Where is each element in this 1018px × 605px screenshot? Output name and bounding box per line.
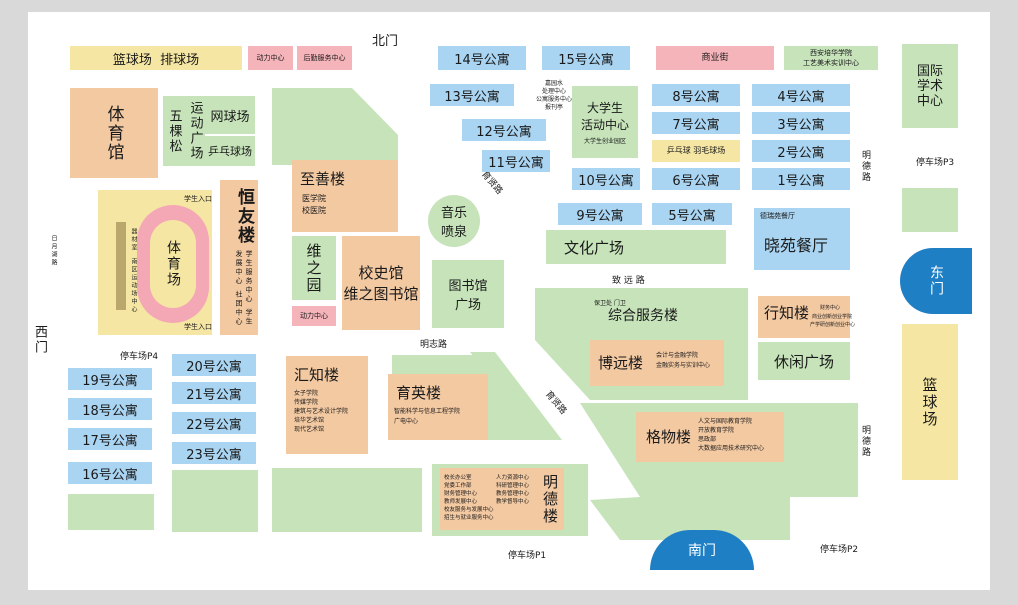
- international-academic-center: 国际 学术 中心: [902, 44, 958, 128]
- library-square: 图书馆 广场: [432, 260, 504, 328]
- student-entry-bottom: 学生入口: [184, 323, 212, 331]
- parking-p3: 停车场P3: [916, 158, 955, 168]
- west-road-label: 日月湖路: [50, 235, 57, 267]
- basketball-court-top: 篮球场: [112, 52, 152, 68]
- mingde-road-top-label: 明德路: [860, 150, 870, 183]
- stadium-field: 体育场: [150, 220, 196, 308]
- stadium-note-equipment: 器材室: [130, 228, 137, 252]
- culture-square: 文化广场: [546, 230, 726, 264]
- apartment-14[interactable]: 14号公寓: [438, 46, 526, 70]
- mingde-dept-left-4: 校友服务与发展中心: [444, 507, 494, 513]
- mingde-road-bottom-label: 明德路: [860, 425, 870, 458]
- stadium-stand: [116, 222, 126, 310]
- apartment-21[interactable]: 21号公寓: [172, 382, 256, 404]
- mingde-dept-right-2: 教务管理中心: [496, 491, 530, 497]
- leisure-square: 休闲广场: [758, 342, 850, 380]
- apartment-6[interactable]: 6号公寓: [652, 168, 740, 190]
- apartment-16[interactable]: 16号公寓: [68, 462, 152, 484]
- apartment-5[interactable]: 5号公寓: [652, 203, 732, 225]
- mingde-dept-left-5: 招生与就业服务中心: [444, 515, 494, 521]
- green-south-bump: [590, 470, 790, 540]
- xingzhi-building: 行知楼 财务中心 商业创新创业学院 产学研创新创业中心: [758, 296, 855, 338]
- west-gate-label: 西门: [32, 325, 47, 355]
- apartment-15[interactable]: 15号公寓: [542, 46, 630, 70]
- green-sw-2: [172, 470, 258, 532]
- apartment-12[interactable]: 12号公寓: [462, 119, 546, 141]
- stadium-note-center: 南区运动场中心: [130, 258, 137, 314]
- apartment-13[interactable]: 13号公寓: [430, 84, 514, 106]
- pingpong-court-left: 乒乓球场: [205, 136, 255, 166]
- apartment-19[interactable]: 19号公寓: [68, 368, 152, 390]
- mingde-col1: 校长办公室党委工作部财务管理中心教师发展中心校友服务与发展中心招生与就业服务中心: [444, 474, 494, 522]
- east-basketball-court: 篮球场: [902, 324, 958, 480]
- gymnasium: 体育馆: [70, 88, 158, 178]
- apartment-22[interactable]: 22号公寓: [172, 412, 256, 434]
- green-east-small: [902, 188, 958, 232]
- music-fountain: 音乐 喷泉: [428, 195, 480, 247]
- zonghe-service-building: 保卫处 门卫 综合服务楼: [590, 300, 724, 326]
- volleyball-court: 排球场: [160, 52, 200, 68]
- green-nw-lawn: [272, 88, 398, 165]
- top-courts: 篮球场 排球场: [70, 46, 242, 70]
- east-gate: 东门: [900, 248, 972, 314]
- yuying-building: 育英楼 智能科学与信息工程学院 广电中心: [388, 374, 488, 440]
- mingzhi-road-label: 明志路: [420, 340, 448, 350]
- library-building: 校史馆 维之图书馆: [342, 236, 420, 330]
- parking-p4: 停车场P4: [120, 352, 159, 362]
- parking-p1: 停车场P1: [508, 551, 547, 561]
- mingde-dept-left-3: 教师发展中心: [444, 499, 478, 505]
- mingde-dept-left-1: 党委工作部: [444, 483, 472, 489]
- south-gate: 南门: [650, 530, 754, 570]
- mingde-dept-right-3: 教学督导中心: [496, 499, 530, 505]
- apartment-4[interactable]: 4号公寓: [752, 84, 850, 106]
- apartment-11[interactable]: 11号公寓: [482, 150, 550, 172]
- hengyou-building: 恒友楼 学生服务中心 学生发展中心 社团中心: [220, 180, 258, 335]
- history-museum-label: 校史馆: [358, 264, 404, 282]
- apartment-18[interactable]: 18号公寓: [68, 398, 152, 420]
- apartment-17[interactable]: 17号公寓: [68, 428, 152, 450]
- mingde-building: 校长办公室党委工作部财务管理中心教师发展中心校友服务与发展中心招生与就业服务中心…: [440, 468, 564, 530]
- weizhiyuan: 维之园: [292, 236, 336, 300]
- sports-square: 运动广场: [185, 96, 205, 166]
- apartment-9[interactable]: 9号公寓: [558, 203, 642, 225]
- mingde-dept-left-0: 校长办公室: [444, 475, 472, 481]
- apartment-7[interactable]: 7号公寓: [652, 112, 740, 134]
- weizhi-library-label: 维之图书馆: [343, 285, 419, 303]
- gewu-building: 格物楼 人文与国际教育学院 开放教育学院 思政部 大数据应用技术研究中心: [636, 412, 784, 462]
- mingde-dept-right-0: 人力资源中心: [496, 475, 530, 481]
- student-entry-top: 学生入口: [184, 195, 212, 203]
- commercial-street: 商业街: [656, 46, 774, 70]
- wukesong: 五棵松: [163, 96, 185, 166]
- mingde-col2: 人力资源中心科研管理中心教务管理中心教学督导中心: [496, 474, 529, 506]
- huizhi-building: 汇知楼 女子学院 传媒学院 建筑与艺术设计学院 培华艺术馆 现代艺术馆: [286, 356, 368, 454]
- apartment-3[interactable]: 3号公寓: [752, 112, 850, 134]
- green-sw-1: [68, 494, 154, 530]
- boyuan-building: 博远楼 会计与金融学院 金融实务与实训中心: [590, 340, 724, 386]
- apartment-2[interactable]: 2号公寓: [752, 140, 850, 162]
- apartment-8[interactable]: 8号公寓: [652, 84, 740, 106]
- parking-p2: 停车场P2: [820, 545, 859, 555]
- power-center-top: 动力中心: [248, 46, 293, 70]
- apartment-1[interactable]: 1号公寓: [752, 168, 850, 190]
- mingde-dept-left-2: 财务管理中心: [444, 491, 478, 497]
- green-sw-3: [272, 468, 422, 532]
- art-training-center: 西安培华学院 工艺美术实训中心: [784, 46, 878, 70]
- zhishan-building: 至善楼 医学院 校医院: [292, 160, 398, 232]
- xiaoyuan-restaurant: 德瑞苑餐厅 晓苑餐厅: [754, 208, 850, 270]
- small-service-block: 嘉园水 处理中心 公寓服务中心 报刊亭: [535, 80, 572, 111]
- apartment-23[interactable]: 23号公寓: [172, 442, 256, 464]
- zhiyuan-road-label: 致 远 路: [612, 276, 645, 286]
- power-center: 动力中心: [292, 306, 336, 326]
- east-gate-label: 东门: [928, 265, 944, 297]
- apartment-10[interactable]: 10号公寓: [572, 168, 640, 190]
- student-activity-center: 大学生 活动中心 大学生创业园区: [572, 86, 638, 158]
- tennis-court: 网球场: [205, 96, 255, 134]
- north-gate-label: 北门: [372, 34, 399, 49]
- mingde-dept-right-1: 科研管理中心: [496, 483, 530, 489]
- logistics-center: 后勤服务中心: [297, 46, 352, 70]
- apartment-20[interactable]: 20号公寓: [172, 354, 256, 376]
- pingpong-badminton-court: 乒乓球 羽毛球场: [652, 140, 740, 162]
- south-gate-label: 南门: [688, 543, 716, 559]
